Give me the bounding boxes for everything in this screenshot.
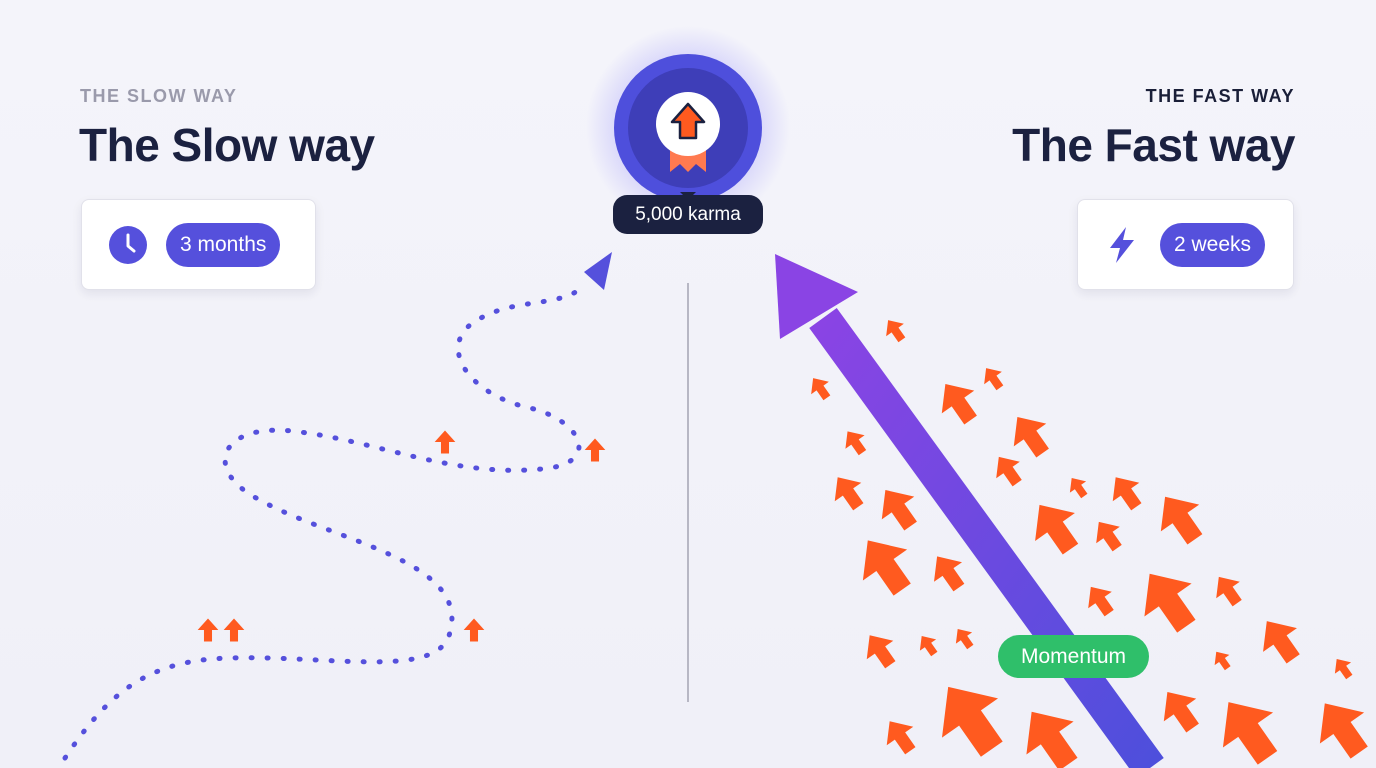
- fast-duration-card: 2 weeks: [1077, 199, 1294, 290]
- slow-upvote-arrows: [197, 430, 606, 642]
- momentum-label: Momentum: [998, 635, 1149, 678]
- lightning-icon: [1102, 225, 1142, 265]
- slow-path: [62, 282, 588, 761]
- fast-main-arrow: [775, 254, 1164, 768]
- clock-icon: [108, 225, 148, 265]
- fast-eyebrow: THE FAST WAY: [1145, 86, 1295, 106]
- slow-title: The Slow way: [79, 119, 375, 171]
- goal-medal: [586, 26, 790, 230]
- fast-title: The Fast way: [1012, 119, 1295, 171]
- slow-eyebrow: THE SLOW WAY: [80, 86, 238, 106]
- goal-karma-label: 5,000 karma: [613, 195, 763, 234]
- slow-path-arrowhead: [584, 252, 612, 290]
- fast-duration-pill: 2 weeks: [1160, 222, 1266, 267]
- slow-duration-pill: 3 months: [166, 222, 281, 267]
- slow-duration-card: 3 months: [81, 199, 316, 290]
